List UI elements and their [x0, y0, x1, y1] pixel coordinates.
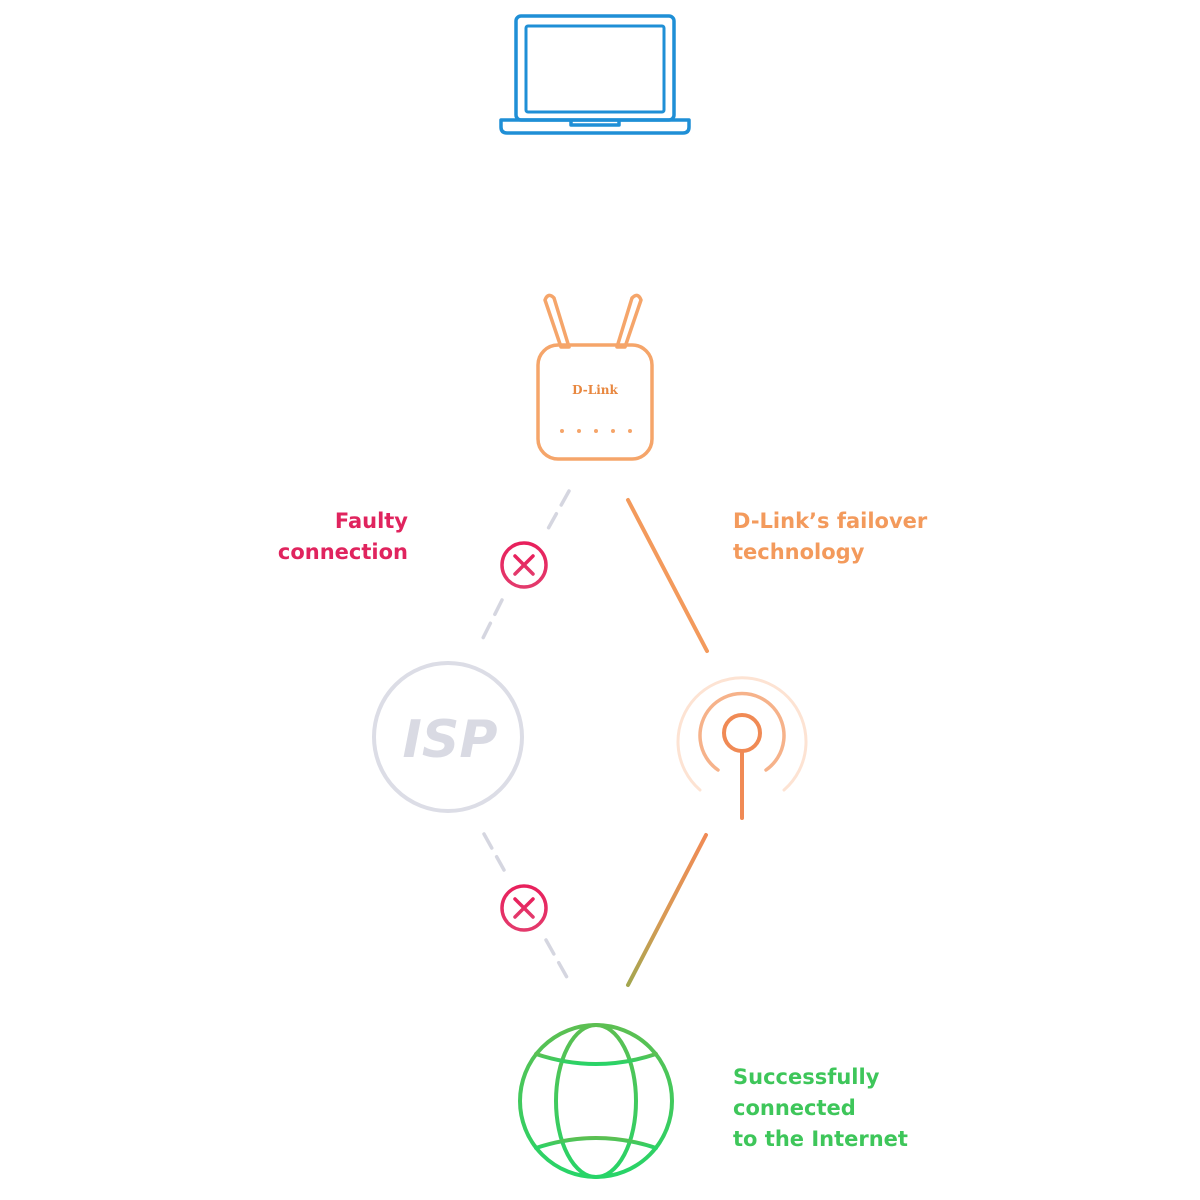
- error-icon: [500, 884, 548, 932]
- router-status-leds: [560, 429, 632, 433]
- error-icon: [500, 541, 548, 589]
- cell-tower-icon: [676, 676, 808, 820]
- isp-icon: ISP: [372, 661, 524, 813]
- success-label: Successfully connected to the Internet: [733, 1065, 908, 1151]
- failover-technology-label: D-Link’s failover technology: [733, 509, 928, 564]
- router-brand-logo: D-Link: [572, 383, 618, 397]
- failover-link-tower-globe: [626, 833, 708, 987]
- router-icon: [536, 293, 654, 461]
- laptop-icon: [499, 14, 691, 135]
- failover-link-router-tower: [626, 498, 709, 653]
- globe-icon: [518, 1023, 674, 1179]
- faulty-path-links: [480, 489, 571, 983]
- faulty-connection-label: Faulty connection: [277, 509, 408, 564]
- isp-label: ISP: [403, 710, 498, 770]
